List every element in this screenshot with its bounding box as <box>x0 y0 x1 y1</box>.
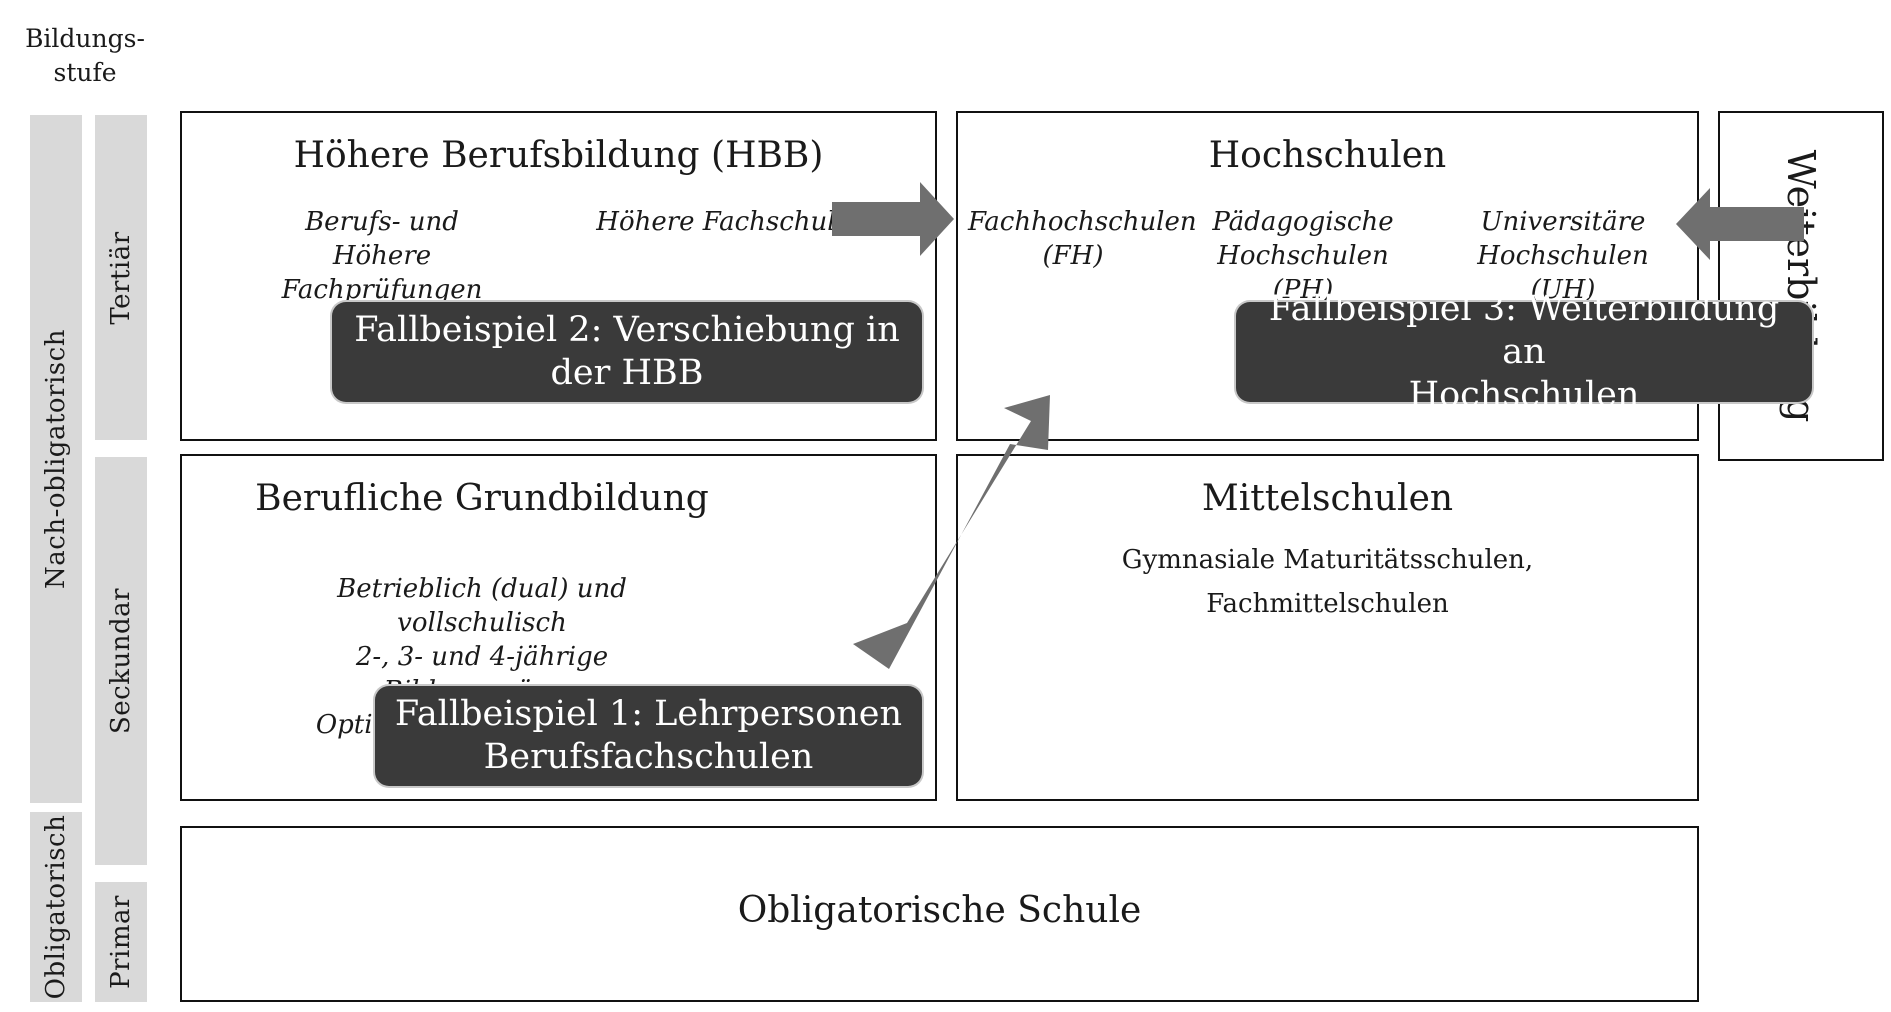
sidebar-label-primar: Primar <box>106 895 136 989</box>
case-study-1[interactable]: Fallbeispiel 1: Lehrpersonen Berufsfachs… <box>375 686 922 786</box>
sidebar-bar-seckundar: Seckundar <box>95 457 147 865</box>
case-study-3[interactable]: Fallbeispiel 3: Weiterbildung an Hochsch… <box>1236 289 1812 415</box>
sidebar-bar-primar: Primar <box>95 882 147 1002</box>
sidebar-label-nach-obligatorisch: Nach-obligatorisch <box>41 329 71 589</box>
box-title-grundbildung: Berufliche Grundbildung <box>255 478 709 519</box>
sidebar-label-seckundar: Seckundar <box>106 587 136 735</box>
box-title-mittelschulen: Mittelschulen <box>1201 478 1454 519</box>
box-title-hochschulen: Hochschulen <box>1208 135 1447 176</box>
box-title-obligatorische-schule: Obligatorische Schule <box>737 890 1142 931</box>
hbb-item-fachschulen: Höhere Fachschulen <box>596 207 868 237</box>
hbb-item-berufspruefungen: Berufs- und Höhere Fachprüfungen <box>281 207 483 305</box>
sidebar-bar-nach-obligatorisch: Nach-obligatorisch <box>30 115 82 803</box>
sidebar-bar-tertiaer: Tertiär <box>95 115 147 440</box>
box-mittelschulen: Mittelschulen Gymnasiale Maturitätsschul… <box>956 454 1699 801</box>
education-level-label: Bildungs- stufe <box>25 24 145 87</box>
box-title-hbb: Höhere Berufsbildung (HBB) <box>293 135 824 176</box>
mittelschulen-description: Gymnasiale Maturitätsschulen, Fachmittel… <box>1121 545 1534 619</box>
box-weiterbildung: Weiterbildung <box>1718 111 1884 461</box>
hochschulen-item-fh: Fachhochschulen (FH) <box>968 207 1197 271</box>
sidebar-bar-obligatorisch: Obligatorisch <box>30 812 82 1002</box>
hochschulen-item-ph: Pädagogische Hochschulen (PH) <box>1212 207 1394 305</box>
box-obligatorische-schule: Obligatorische Schule <box>180 826 1699 1002</box>
sidebar-label-tertiaer: Tertiär <box>106 230 136 325</box>
sidebar-label-obligatorisch: Obligatorisch <box>41 814 71 1000</box>
case-study-2[interactable]: Fallbeispiel 2: Verschiebung in der HBB <box>332 302 922 402</box>
hochschulen-item-uh: Universitäre Hochschulen (UH) <box>1477 207 1649 305</box>
